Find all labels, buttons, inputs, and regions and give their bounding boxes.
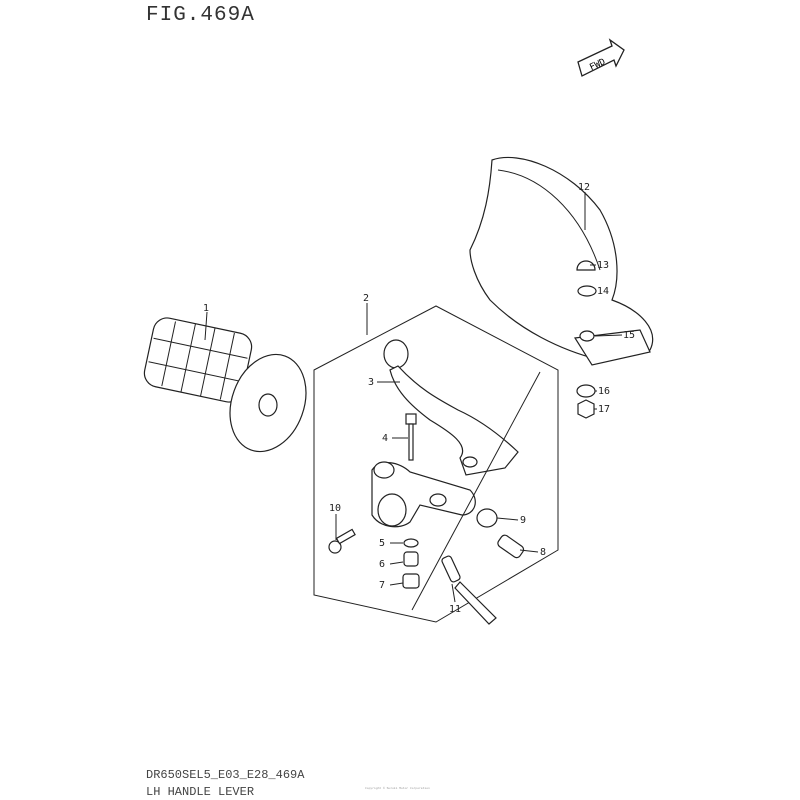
callout-6: 6: [379, 559, 385, 570]
washer-part[interactable]: [403, 538, 419, 548]
callout-11: 11: [449, 604, 461, 615]
section-name: LH HANDLE LEVER: [146, 785, 255, 799]
figure-title: FIG.469A: [146, 4, 255, 27]
washer-part[interactable]: [577, 285, 597, 297]
callout-17: 17: [598, 404, 610, 415]
callout-9: 9: [520, 515, 526, 526]
copyright-notice: Copyright © Suzuki Motor Corporation: [365, 787, 430, 790]
nut-part[interactable]: [402, 573, 420, 589]
hand-guard-part[interactable]: [469, 156, 654, 366]
callout-10: 10: [329, 503, 341, 514]
callout-7: 7: [379, 580, 385, 591]
lever-assembly-outline: [313, 305, 559, 623]
clip-part[interactable]: [476, 508, 498, 528]
clutch-lever-part[interactable]: [383, 339, 519, 476]
fwd-arrow-icon: FWD: [577, 38, 625, 77]
screw-part[interactable]: [328, 528, 356, 554]
callout-1: 1: [203, 303, 209, 314]
collar-part[interactable]: [403, 551, 419, 567]
callout-14: 14: [597, 286, 609, 297]
callout-3: 3: [368, 377, 374, 388]
callout-12: 12: [578, 182, 590, 193]
callout-16: 16: [598, 386, 610, 397]
spacer-part[interactable]: [579, 330, 595, 342]
adjuster-part[interactable]: [496, 534, 525, 560]
leader-lines: [204, 192, 623, 611]
clutch-switch-part[interactable]: [441, 555, 497, 625]
callout-4: 4: [382, 433, 388, 444]
nut-part[interactable]: [577, 399, 595, 419]
callout-5: 5: [379, 538, 385, 549]
lever-holder-part[interactable]: [371, 461, 476, 528]
callout-15: 15: [623, 330, 635, 341]
callout-2: 2: [363, 293, 369, 304]
callout-8: 8: [540, 547, 546, 558]
grip-part[interactable]: [142, 315, 319, 462]
washer-part[interactable]: [576, 384, 596, 398]
callout-13: 13: [597, 260, 609, 271]
bolt-part[interactable]: [405, 413, 417, 461]
cap-nut-part[interactable]: [576, 260, 596, 271]
model-code: DR650SEL5_E03_E28_469A: [146, 768, 305, 782]
